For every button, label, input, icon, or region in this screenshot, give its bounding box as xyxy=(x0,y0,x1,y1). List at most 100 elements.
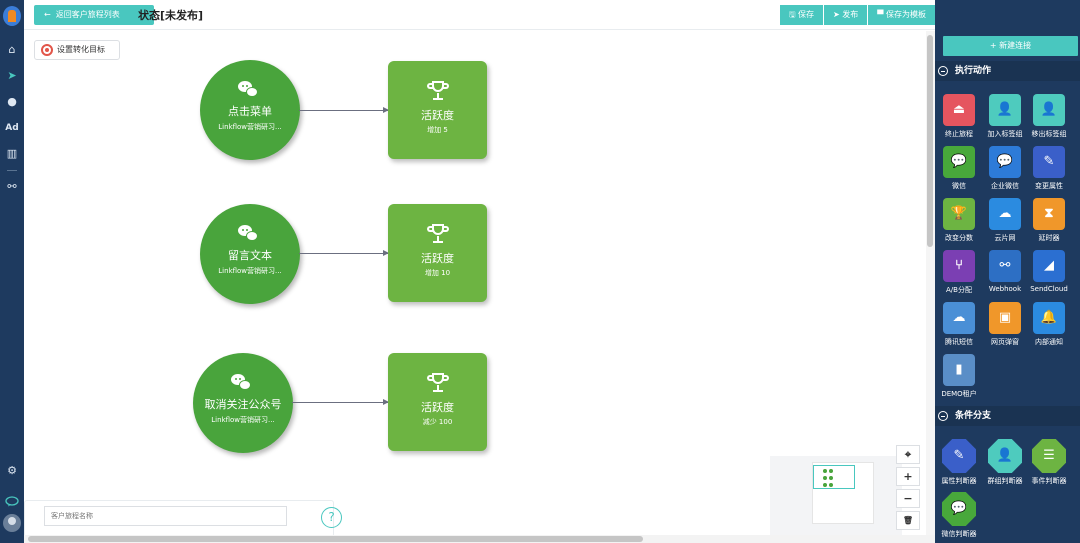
wechat-icon xyxy=(231,374,255,394)
tool-work-wechat[interactable]: 💬 企业微信 xyxy=(982,146,1028,191)
help-icon[interactable]: ? xyxy=(321,507,342,528)
node-title: 活跃度 xyxy=(421,109,454,122)
flow-canvas[interactable]: 设置转化目标 点击菜单 Linkflow营销研习... 活跃度 增加 5 留言文… xyxy=(24,31,924,538)
node-title: 留言文本 xyxy=(228,249,272,262)
tool-user-add[interactable]: 👤加入标签组 xyxy=(982,94,1028,139)
minimap-content xyxy=(812,462,874,524)
tool-wechat[interactable]: 💬微信 xyxy=(936,146,982,191)
tool-glyph: ☰ xyxy=(1043,448,1055,463)
send-icon[interactable]: ➤ xyxy=(7,69,17,82)
group-user-icon: 👤 xyxy=(988,439,1022,473)
section-conditions-header[interactable]: 条件分支 xyxy=(935,406,1080,426)
save-as-template-button[interactable]: ▀ 保存为模板 xyxy=(868,5,935,25)
ab-split-icon: ⑂ xyxy=(943,250,975,282)
trigger-node-menu-click[interactable]: 点击菜单 Linkflow营销研习... xyxy=(200,60,300,160)
node-subtitle: Linkflow营销研习... xyxy=(211,416,275,424)
tool-wechat[interactable]: 💬微信判断器 xyxy=(936,492,982,539)
minimap-viewport[interactable] xyxy=(813,465,855,489)
trophy-icon xyxy=(426,223,449,245)
tool-popup[interactable]: ▣ 网页弹窗 xyxy=(982,302,1028,347)
tool-edit[interactable]: ✎ 变更属性 xyxy=(1026,146,1072,191)
tool-webhook[interactable]: ⚯Webhook xyxy=(982,250,1028,293)
back-label: 返回客户旅程列表 xyxy=(55,10,120,19)
set-conversion-goal-button[interactable]: 设置转化目标 xyxy=(34,40,120,60)
publish-label: 发布 xyxy=(842,10,859,19)
tool-demo-tenant[interactable]: ▮DEMO租户 xyxy=(936,354,982,399)
cloud-icon: ☁ xyxy=(989,198,1021,230)
tool-list[interactable]: ☰事件判断器 xyxy=(1026,439,1072,486)
tool-bell[interactable]: 🔔内部通知 xyxy=(1026,302,1072,347)
tool-label: 移出标签组 xyxy=(1031,130,1067,138)
tool-label: 网页弹窗 xyxy=(991,338,1019,346)
tool-glyph: 💬 xyxy=(950,154,968,169)
trophy-icon: 🏆 xyxy=(943,198,975,230)
section-actions-header[interactable]: 执行动作 xyxy=(935,61,1080,81)
send-icon: ➤ xyxy=(833,10,843,19)
trigger-node-unfollow[interactable]: 取消关注公众号 Linkflow营销研习... xyxy=(193,353,293,453)
top-actions: 🖫 保存 ➤ 发布 ▀ 保存为模板 xyxy=(779,5,935,25)
trophy-icon xyxy=(426,80,449,102)
horizontal-scrollbar[interactable] xyxy=(24,535,935,543)
zoom-in-button[interactable]: + xyxy=(896,467,920,486)
tool-glyph: ▣ xyxy=(998,310,1012,325)
action-node-activity[interactable]: 活跃度 减少 100 xyxy=(388,353,487,451)
tool-group-user[interactable]: 👤群组判断器 xyxy=(982,439,1028,486)
tool-tencent-cloud[interactable]: ☁ 腾讯短信 xyxy=(936,302,982,347)
tool-edit[interactable]: ✎属性判断器 xyxy=(936,439,982,486)
save-button[interactable]: 🖫 保存 xyxy=(779,5,824,25)
list-icon: ☰ xyxy=(1032,439,1066,473)
node-subtitle: 增加 5 xyxy=(427,126,448,134)
avatar[interactable] xyxy=(3,514,21,532)
tool-hourglass[interactable]: ⧗延时器 xyxy=(1026,198,1072,243)
tool-glyph: ⧗ xyxy=(1044,206,1054,221)
publish-button[interactable]: ➤ 发布 xyxy=(824,5,868,25)
home-icon[interactable]: ⌂ xyxy=(8,43,16,56)
tool-cloud[interactable]: ☁ 云片网 xyxy=(982,198,1028,243)
tool-glyph: 👤 xyxy=(996,448,1014,463)
tool-label: 企业微信 xyxy=(991,182,1019,190)
fit-view-icon[interactable]: ⌖ xyxy=(896,445,920,464)
tool-label: 终止旅程 xyxy=(945,130,973,138)
page-title: 状态[未发布] xyxy=(138,9,204,22)
tencent-cloud-icon: ☁ xyxy=(943,302,975,334)
target-icon xyxy=(41,44,53,56)
minimap[interactable] xyxy=(770,456,902,536)
trash-icon[interactable]: 🗑 xyxy=(896,511,920,530)
cloud-link-icon[interactable]: ⚯ xyxy=(7,180,17,193)
chat-icon[interactable] xyxy=(5,492,19,507)
zoom-out-button[interactable]: − xyxy=(896,489,920,508)
save-icon: 🖫 xyxy=(788,10,799,19)
tool-label: 变更属性 xyxy=(1035,182,1063,190)
work-wechat-icon: 💬 xyxy=(989,146,1021,178)
tool-label: 改变分数 xyxy=(945,234,973,242)
tool-glyph: 🏆 xyxy=(950,206,968,221)
vertical-scrollbar[interactable] xyxy=(926,31,935,538)
tool-glyph: 💬 xyxy=(950,501,968,516)
edge-connector[interactable] xyxy=(292,399,389,405)
tool-glyph: ▮ xyxy=(955,362,963,377)
tool-trophy[interactable]: 🏆 改变分数 xyxy=(936,198,982,243)
component-panel: + 新建连接 执行动作 ⏏终止旅程👤加入标签组👤移出标签组💬微信💬企业微信✎变更… xyxy=(935,0,1080,543)
settings-icon[interactable]: ⚙ xyxy=(7,464,17,477)
app-logo[interactable] xyxy=(3,6,21,26)
bell-icon: 🔔 xyxy=(1033,302,1065,334)
tool-user-remove[interactable]: 👤移出标签组 xyxy=(1026,94,1072,139)
edge-connector[interactable] xyxy=(299,250,389,256)
tool-ab-split[interactable]: ⑂A/B分配 xyxy=(936,250,982,295)
tool-glyph: ✎ xyxy=(1043,154,1055,169)
back-to-list-button[interactable]: ←返回客户旅程列表 xyxy=(34,5,154,25)
edge-connector[interactable] xyxy=(299,107,389,113)
action-node-activity[interactable]: 活跃度 增加 5 xyxy=(388,61,487,159)
ad-icon[interactable]: Ad xyxy=(5,123,19,133)
tool-sendcloud[interactable]: ◢SendCloud xyxy=(1026,250,1072,293)
bar-chart-icon[interactable]: ▥ xyxy=(6,147,18,160)
trigger-node-message-text[interactable]: 留言文本 Linkflow营销研习... xyxy=(200,204,300,304)
tool-eject[interactable]: ⏏ 终止旅程 xyxy=(936,94,982,139)
eject-icon: ⏏ xyxy=(943,94,975,126)
new-connection-button[interactable]: + 新建连接 xyxy=(943,36,1078,56)
tool-label: 腾讯短信 xyxy=(945,338,973,346)
tool-label: 云片网 xyxy=(994,234,1016,242)
user-icon[interactable]: ● xyxy=(7,95,17,108)
action-node-activity[interactable]: 活跃度 增加 10 xyxy=(388,204,487,302)
journey-name-input[interactable] xyxy=(44,506,287,526)
